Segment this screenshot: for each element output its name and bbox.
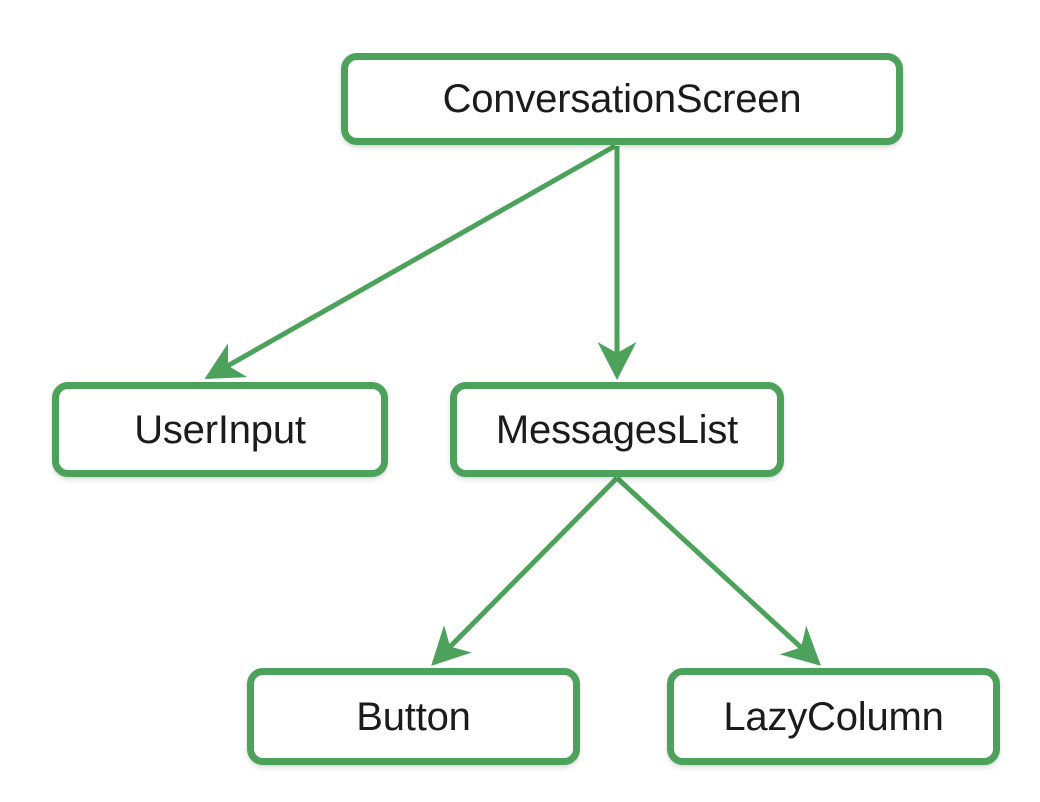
node-lazycolumn[interactable]: LazyColumn	[667, 668, 1000, 765]
node-messageslist[interactable]: MessagesList	[450, 382, 784, 477]
node-userinput-label: UserInput	[134, 407, 306, 452]
node-conversationscreen-label: ConversationScreen	[442, 77, 802, 121]
edge-messageslist-button	[431, 476, 619, 666]
node-userinput[interactable]: UserInput	[52, 382, 388, 477]
node-conversationscreen[interactable]: ConversationScreen	[341, 53, 903, 145]
node-button[interactable]: Button	[247, 668, 580, 765]
edge-messageslist-lazycolumn	[615, 476, 821, 666]
node-button-label: Button	[356, 694, 471, 739]
node-lazycolumn-label: LazyColumn	[723, 694, 944, 739]
node-messageslist-label: MessagesList	[495, 407, 739, 452]
edge-conversationscreen-userinput	[204, 143, 617, 380]
